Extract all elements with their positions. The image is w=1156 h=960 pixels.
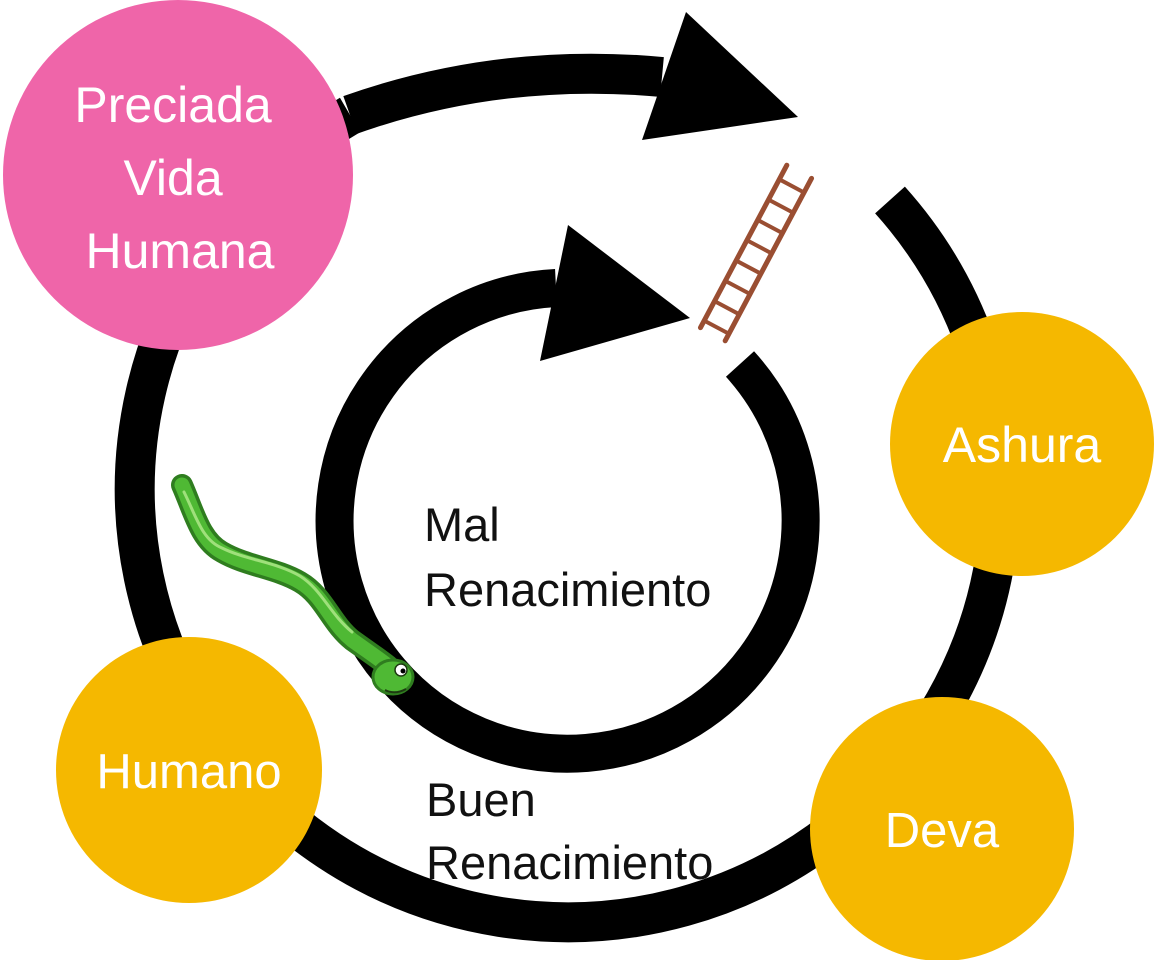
- ashura-node: [890, 312, 1154, 576]
- bad-rebirth-label: Mal Renacimiento: [424, 498, 711, 616]
- human-label: Humano: [96, 745, 281, 799]
- good-rebirth-line-2: Renacimiento: [426, 836, 713, 889]
- precious-life-line-3: Humana: [86, 223, 275, 279]
- precious-human-life-label: Preciada Vida Humana: [74, 77, 285, 279]
- snake-icon: [171, 474, 415, 696]
- inner-cycle-arrowhead: [540, 225, 690, 361]
- bad-rebirth-line-1: Mal: [424, 498, 500, 551]
- human-node: [56, 637, 322, 903]
- ladder-icon: [697, 162, 815, 344]
- precious-human-life-node: [3, 0, 353, 350]
- inner-cycle-ring: [315, 269, 820, 773]
- ashura-label: Ashura: [943, 417, 1102, 473]
- precious-life-line-1: Preciada: [74, 77, 272, 133]
- deva-label: Deva: [885, 804, 1000, 858]
- outer-cycle-top-arc: [343, 53, 664, 134]
- outer-cycle-arrowhead: [642, 12, 798, 140]
- good-rebirth-label: Buen Renacimiento: [426, 773, 713, 889]
- good-rebirth-line-1: Buen: [426, 773, 536, 826]
- bad-rebirth-line-2: Renacimiento: [424, 563, 711, 616]
- precious-life-line-2: Vida: [123, 150, 222, 206]
- deva-node: [810, 697, 1074, 960]
